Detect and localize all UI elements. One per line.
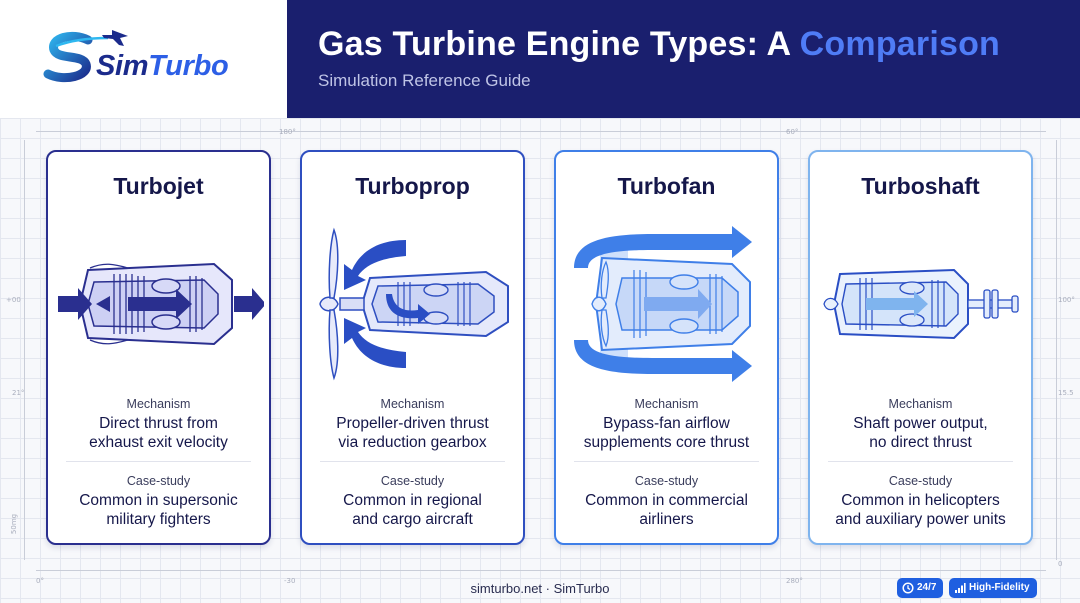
dimension-label: -30: [284, 577, 296, 585]
case-study-text-line: Common in regional: [343, 492, 482, 509]
case-study-text-line: and auxiliary power units: [835, 511, 1006, 528]
mechanism-label: Mechanism: [888, 397, 953, 411]
case-study-text-line: airliners: [639, 511, 694, 528]
page-title: Gas Turbine Engine Types: A Comparison: [318, 25, 1001, 63]
turbofan-engine-icon: [574, 226, 752, 382]
page-subtitle: Simulation Reference Guide: [318, 71, 531, 90]
case-study-text-line: military fighters: [106, 511, 211, 528]
turboprop-engine-icon: [319, 227, 509, 381]
availability-badge: 24/7: [897, 578, 944, 598]
mechanism-text-line: no direct thrust: [869, 434, 972, 451]
clock-icon: [902, 582, 914, 594]
divider: [320, 461, 505, 462]
card-title: Turbofan: [617, 173, 716, 199]
case-study-text-line: Common in commercial: [585, 492, 748, 509]
brand-name: SimTurbo: [96, 50, 229, 82]
dimension-label: 60°: [786, 128, 799, 136]
mechanism-text-line: supplements core thrust: [583, 434, 750, 451]
card-turboprop: Turboprop Mechanism Propeller-driven thr…: [300, 150, 525, 545]
mechanism-label: Mechanism: [126, 397, 191, 411]
footer-site-link[interactable]: simturbo.net · SimTurbo: [470, 581, 610, 596]
card-turbojet: Turbojet Mechanism Direct thrust from ex…: [46, 150, 271, 545]
card-turbofan: Turbofan Mechanism Bypass-fan airflow su…: [554, 150, 779, 545]
mechanism-label: Mechanism: [380, 397, 445, 411]
dimension-label: 0°: [36, 577, 44, 585]
simturbo-logo-icon: [43, 30, 128, 83]
fidelity-badge: High-Fidelity: [949, 578, 1037, 598]
case-study-label: Case-study: [126, 474, 191, 488]
dimension-label: 180°: [279, 128, 296, 136]
title-panel: Gas Turbine Engine Types: A Comparison S…: [287, 0, 1080, 118]
mechanism-text-line: Bypass-fan airflow: [603, 415, 730, 432]
dimension-line-right: [1056, 140, 1057, 560]
case-study-text-line: Common in helicopters: [841, 492, 1000, 509]
mechanism-text-line: via reduction gearbox: [338, 434, 487, 451]
card-title: Turboshaft: [861, 173, 980, 199]
case-study-label: Case-study: [380, 474, 445, 488]
dimension-line-top: [36, 131, 1046, 132]
divider: [66, 461, 251, 462]
divider: [574, 461, 759, 462]
card-title: Turbojet: [113, 173, 204, 199]
mechanism-text-line: Propeller-driven thrust: [336, 415, 489, 432]
case-study-text-line: and cargo aircraft: [352, 511, 473, 528]
dimension-label: 50mg: [10, 513, 19, 535]
card-turboshaft: Turboshaft Mechanism Shaft power output,…: [808, 150, 1033, 545]
dimension-label: +00: [6, 296, 21, 304]
turboshaft-engine-icon: [823, 268, 1019, 340]
dimension-label: 280°: [786, 577, 803, 585]
mechanism-text-line: exhaust exit velocity: [89, 434, 228, 451]
signal-bars-icon: [955, 583, 966, 593]
dimension-label: 100°: [1058, 296, 1075, 304]
case-study-label: Case-study: [634, 474, 699, 488]
mechanism-text-line: Direct thrust from: [99, 415, 218, 432]
turbojet-engine-icon: [58, 262, 264, 346]
title-accent: Comparison: [799, 25, 1001, 63]
dimension-line-left: [24, 140, 25, 560]
dimension-label: 15.5: [1058, 389, 1074, 397]
case-study-text-line: Common in supersonic: [79, 492, 238, 509]
divider: [828, 461, 1013, 462]
dimension-label: 0: [1058, 560, 1063, 568]
logo-panel: SimTurbo: [0, 0, 287, 118]
card-title: Turboprop: [355, 173, 470, 199]
mechanism-label: Mechanism: [634, 397, 699, 411]
case-study-label: Case-study: [888, 474, 953, 488]
dimension-line-bottom: [36, 570, 1046, 571]
mechanism-text-line: Shaft power output,: [853, 415, 988, 432]
dimension-label: 21°: [12, 389, 25, 397]
